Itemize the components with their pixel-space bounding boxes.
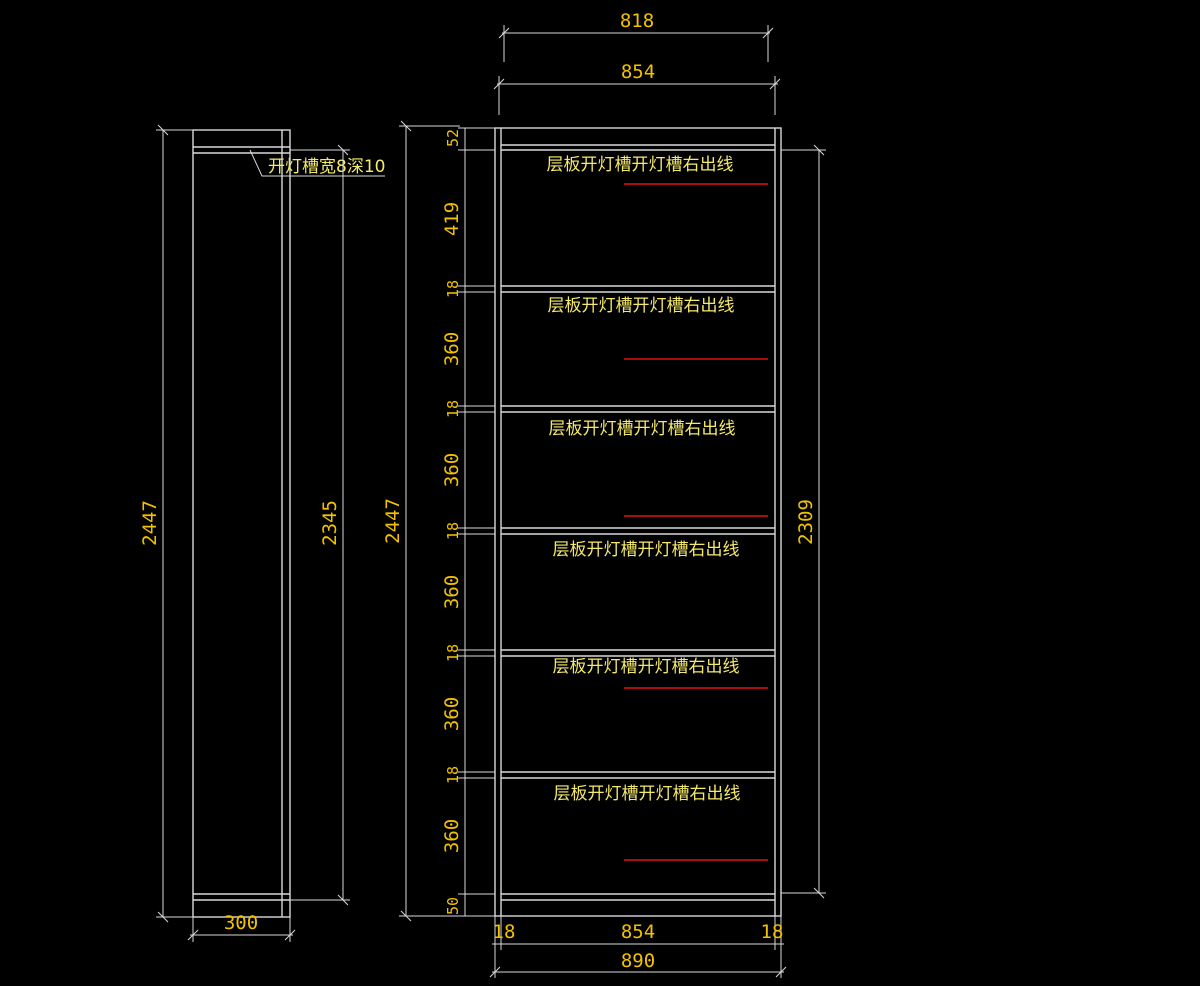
front-right-height-dim <box>781 144 826 899</box>
segment-360-4: 360 <box>441 697 463 731</box>
shelf-note-6: 层板开灯槽开灯槽右出线 <box>554 784 741 804</box>
shelf-3 <box>501 527 775 535</box>
side-view: 开灯槽宽8深10 2447 2345 300 <box>139 124 385 942</box>
segment-shelf-2: 18 <box>444 400 462 418</box>
side-outer-height-dim <box>156 124 193 923</box>
bottom-left-panel-label: 18 <box>493 921 516 943</box>
shelf-note-5: 层板开灯槽开灯槽右出线 <box>553 657 740 677</box>
segment-360-1: 360 <box>441 332 463 366</box>
side-width-label: 300 <box>224 912 258 934</box>
segment-360-5: 360 <box>441 819 463 853</box>
segment-shelf-1: 18 <box>444 280 462 298</box>
shelf-2 <box>501 405 775 413</box>
shelf-note-4: 层板开灯槽开灯槽右出线 <box>553 540 740 560</box>
shelf-note-1: 层板开灯槽开灯槽右出线 <box>547 155 734 175</box>
front-right-height-label: 2309 <box>795 499 817 545</box>
bottom-inner-width-label: 854 <box>621 921 655 943</box>
segment-bottom-50: 50 <box>444 897 462 915</box>
vertical-segment-dim-chain <box>458 127 495 917</box>
front-view: 层板开灯槽开灯槽右出线 层板开灯槽开灯槽右出线 层板开灯槽开灯槽右出线 层板开灯… <box>382 10 826 978</box>
segment-shelf-3: 18 <box>444 522 462 540</box>
front-left-height-dim <box>399 120 460 922</box>
shelf-note-2: 层板开灯槽开灯槽右出线 <box>548 296 735 316</box>
total-width-dim <box>489 966 787 978</box>
bottom-chain-dim <box>492 916 784 978</box>
side-inner-height-dim <box>290 144 350 906</box>
top-inner-width-label: 818 <box>620 10 654 32</box>
segment-shelf-5: 18 <box>444 766 462 784</box>
shelf-note-3: 层板开灯槽开灯槽右出线 <box>549 419 736 439</box>
top-outer-width-dim <box>493 76 781 115</box>
segment-360-2: 360 <box>441 453 463 487</box>
top-outer-width-label: 854 <box>621 61 655 83</box>
segment-360-3: 360 <box>441 575 463 609</box>
cabinet-outline <box>494 127 782 917</box>
total-width-label: 890 <box>621 950 655 972</box>
groove-leader <box>249 149 385 177</box>
front-left-height-label: 2447 <box>382 498 404 544</box>
side-inner-height-label: 2345 <box>319 500 341 546</box>
shelf-5 <box>501 771 775 779</box>
shelf-1 <box>501 285 775 293</box>
groove-note: 开灯槽宽8深10 <box>268 157 385 177</box>
top-inner-width-dim <box>498 25 774 62</box>
segment-shelf-4: 18 <box>444 644 462 662</box>
shelf-4 <box>501 649 775 657</box>
side-outer-height-label: 2447 <box>139 500 161 546</box>
segment-top-52: 52 <box>444 129 462 147</box>
bottom-right-panel-label: 18 <box>761 921 784 943</box>
side-width-dim <box>187 917 296 942</box>
side-panel-outline <box>192 129 291 918</box>
segment-419: 419 <box>441 202 463 236</box>
